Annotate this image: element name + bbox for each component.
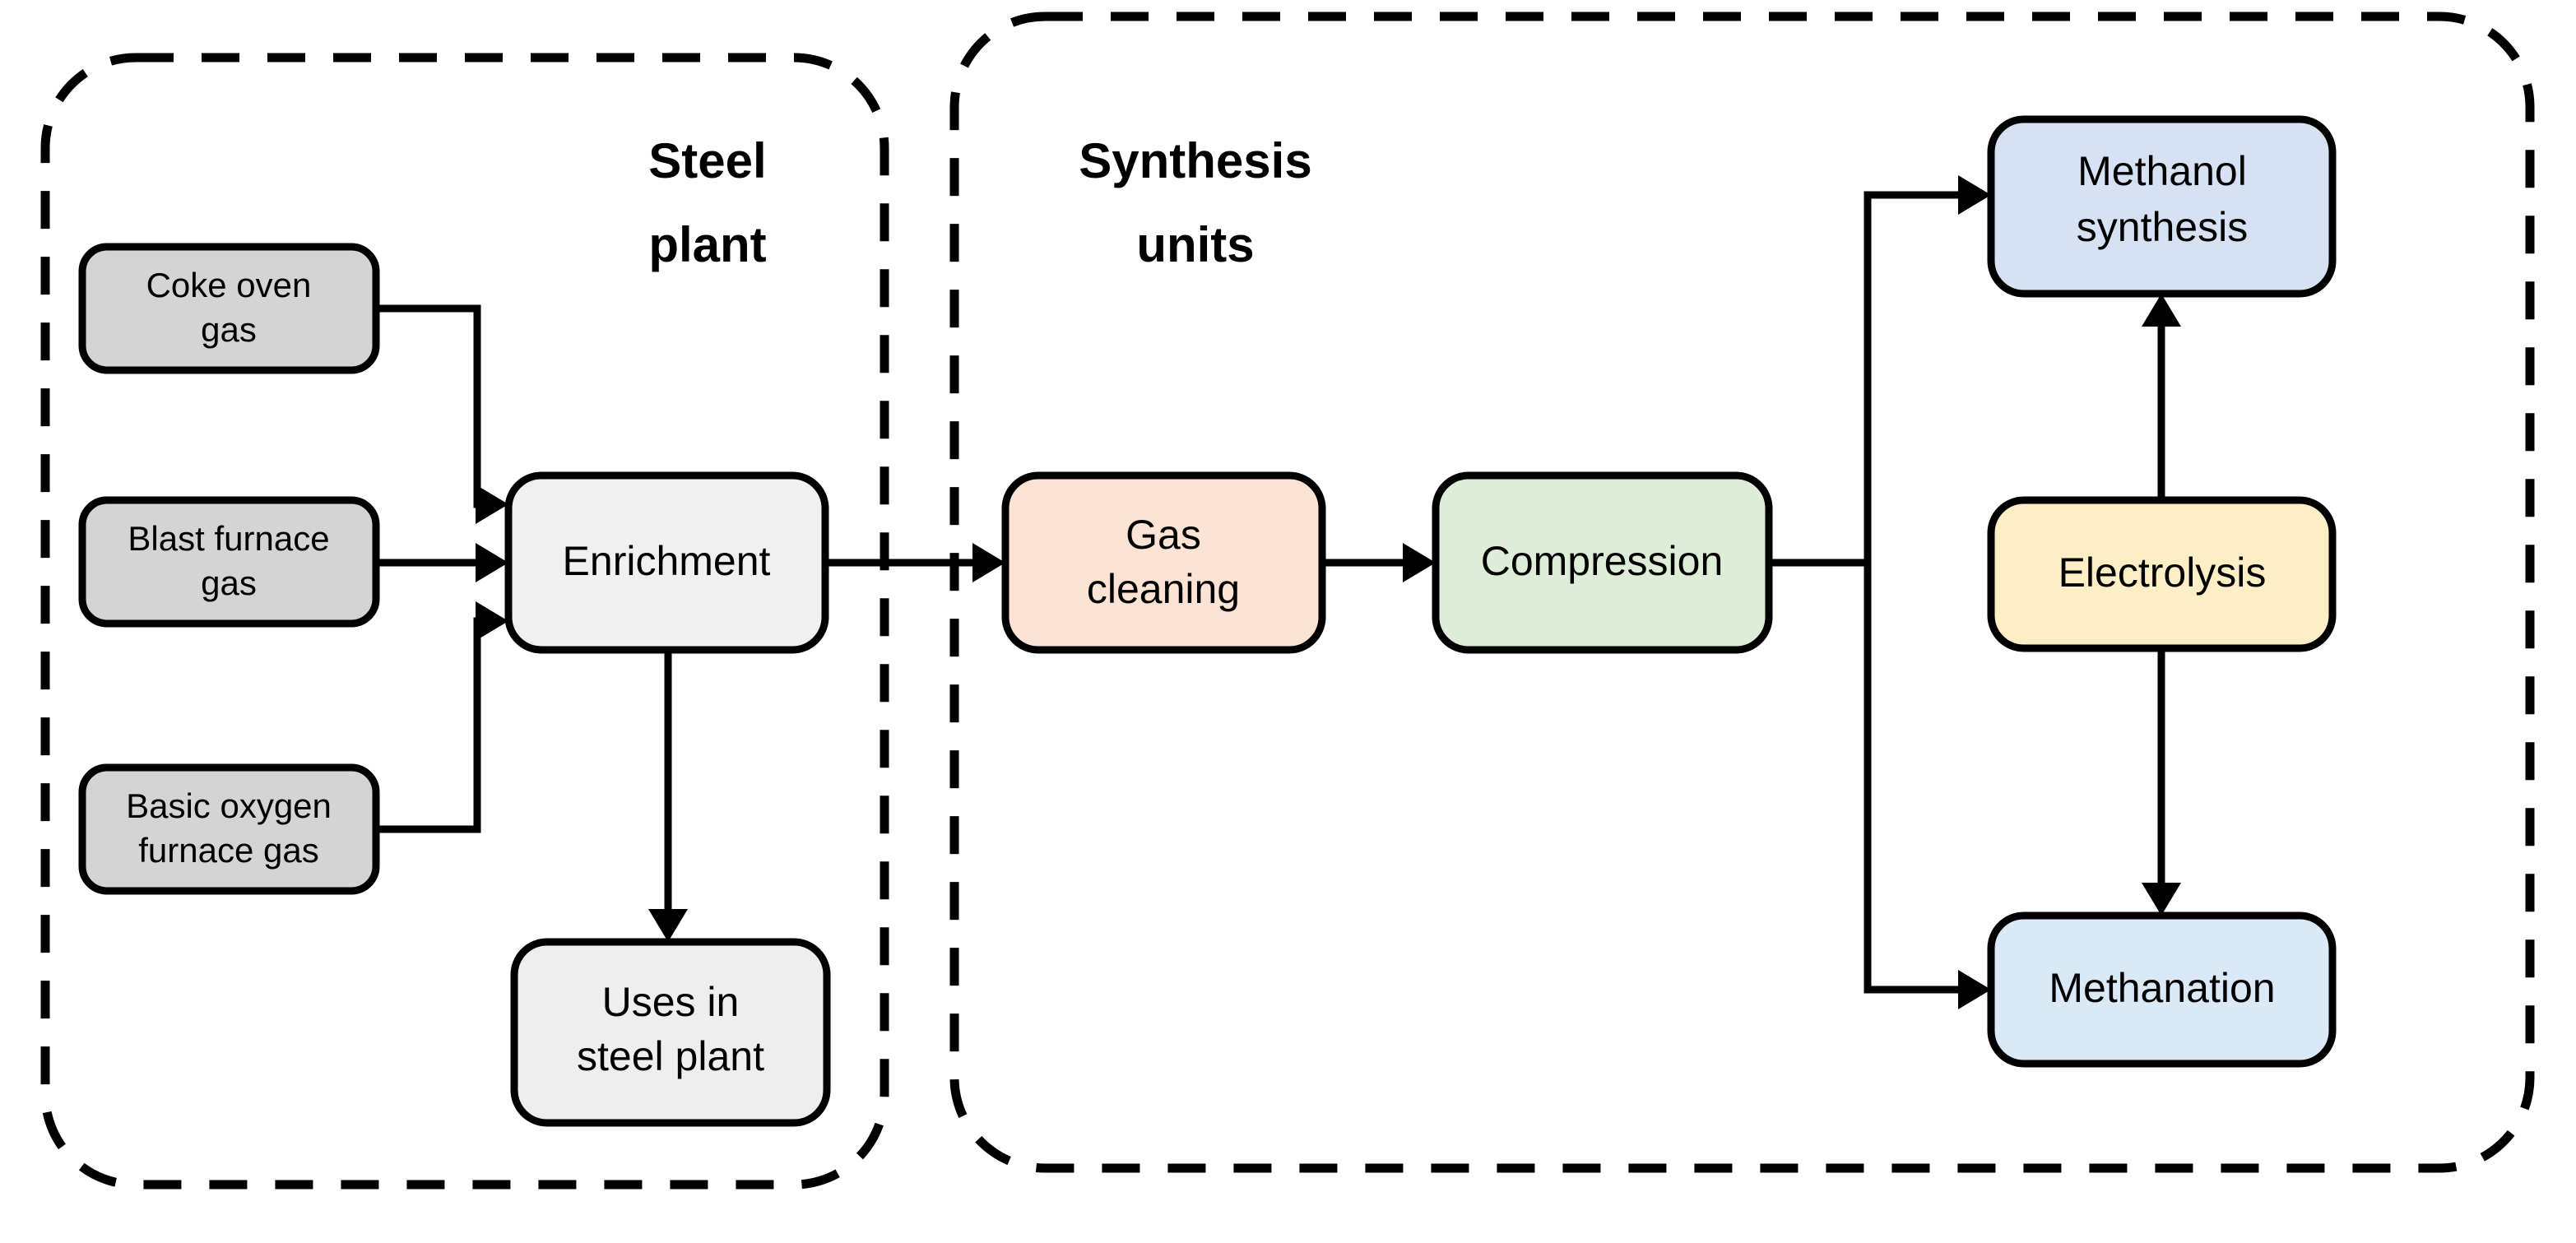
- arrowhead-gas-cleaning-to-compression: [1403, 543, 1436, 582]
- node-basic-oxygen-furnace-gas[interactable]: Basic oxygen furnace gas: [78, 763, 380, 895]
- edge-basic-oxygen-furnace-gas-to-enrichment: [376, 617, 497, 833]
- methanol-synthesis-label-line1: Methanol: [2077, 148, 2247, 194]
- node-blast-furnace-gas[interactable]: Blast furnace gas: [78, 496, 380, 628]
- arrowhead-electrolysis-to-methanol-synthesis: [2142, 294, 2181, 327]
- node-electrolysis[interactable]: Electrolysis: [1987, 496, 2337, 652]
- node-uses-in-steel-plant[interactable]: Uses in steel plant: [510, 938, 831, 1127]
- node-coke-oven-gas[interactable]: Coke oven gas: [78, 243, 380, 374]
- basic-oxygen-furnace-gas-label-line2: furnace gas: [138, 831, 318, 870]
- basic-oxygen-furnace-gas-label-line1: Basic oxygen: [126, 786, 332, 825]
- node-methanation[interactable]: Methanation: [1987, 911, 2337, 1068]
- edge-branch-to-methanation: [1864, 559, 1980, 994]
- methanol-synthesis-label-line2: synthesis: [2077, 204, 2248, 250]
- synthesis-units-title-line1: Synthesis: [1079, 133, 1311, 188]
- coke-oven-gas-label-line1: Coke oven: [146, 266, 312, 304]
- basic-oxygen-furnace-gas-box[interactable]: [78, 763, 380, 895]
- edge-coke-oven-gas-to-enrichment: [376, 304, 497, 508]
- node-gas-cleaning[interactable]: Gas cleaning: [1001, 471, 1326, 654]
- node-compression[interactable]: Compression: [1432, 471, 1773, 654]
- arrowhead-coke-oven-gas-to-enrichment: [476, 485, 508, 524]
- node-enrichment[interactable]: Enrichment: [504, 471, 829, 654]
- methanation-box[interactable]: [1987, 911, 2337, 1068]
- steel-plant-border: [40, 53, 889, 1190]
- blast-furnace-gas-label-line2: gas: [201, 564, 257, 602]
- arrowhead-enrichment-to-gas-cleaning: [972, 543, 1005, 582]
- enrichment-label: Enrichment: [563, 538, 771, 584]
- coke-oven-gas-label-line2: gas: [201, 310, 257, 349]
- node-methanol-synthesis[interactable]: Methanol synthesis: [1987, 115, 2337, 298]
- arrowhead-basic-oxygen-furnace-gas-to-enrichment: [476, 601, 508, 641]
- group-synthesis-units: Synthesis units: [949, 12, 2535, 1173]
- uses-in-steel-plant-label-line1: Uses in: [602, 979, 740, 1025]
- gas-cleaning-label-line1: Gas: [1126, 512, 1201, 558]
- blast-furnace-gas-box[interactable]: [78, 496, 380, 628]
- methanation-label: Methanation: [2049, 965, 2275, 1011]
- enrichment-box[interactable]: [504, 471, 829, 654]
- arrowhead-blast-furnace-gas-to-enrichment: [476, 543, 508, 582]
- uses-in-steel-plant-box[interactable]: [510, 938, 831, 1127]
- blast-furnace-gas-label-line1: Blast furnace: [128, 519, 329, 558]
- arrowhead-enrichment-to-uses-in-steel-plant: [648, 909, 688, 942]
- gas-cleaning-label-line2: cleaning: [1087, 566, 1240, 612]
- uses-in-steel-plant-label-line2: steel plant: [577, 1033, 764, 1079]
- steel-plant-title-line1: Steel: [648, 133, 766, 188]
- methanol-synthesis-box[interactable]: [1987, 115, 2337, 298]
- synthesis-units-title-line2: units: [1136, 217, 1254, 272]
- gas-cleaning-box[interactable]: [1001, 471, 1326, 654]
- edge-branch-to-methanol-synthesis: [1864, 191, 1980, 566]
- arrowhead-branch-to-methanol-synthesis: [1958, 175, 1991, 215]
- compression-box[interactable]: [1432, 471, 1773, 654]
- arrowhead-branch-to-methanation: [1958, 970, 1991, 1009]
- arrowhead-electrolysis-to-methanation: [2142, 883, 2181, 916]
- steel-plant-title-line2: plant: [648, 217, 766, 272]
- coke-oven-gas-box[interactable]: [78, 243, 380, 374]
- group-steel-plant: Steel plant: [40, 53, 889, 1190]
- electrolysis-label: Electrolysis: [2058, 550, 2267, 596]
- compression-label: Compression: [1481, 538, 1724, 584]
- edges-layer: [376, 175, 2181, 1009]
- electrolysis-box[interactable]: [1987, 496, 2337, 652]
